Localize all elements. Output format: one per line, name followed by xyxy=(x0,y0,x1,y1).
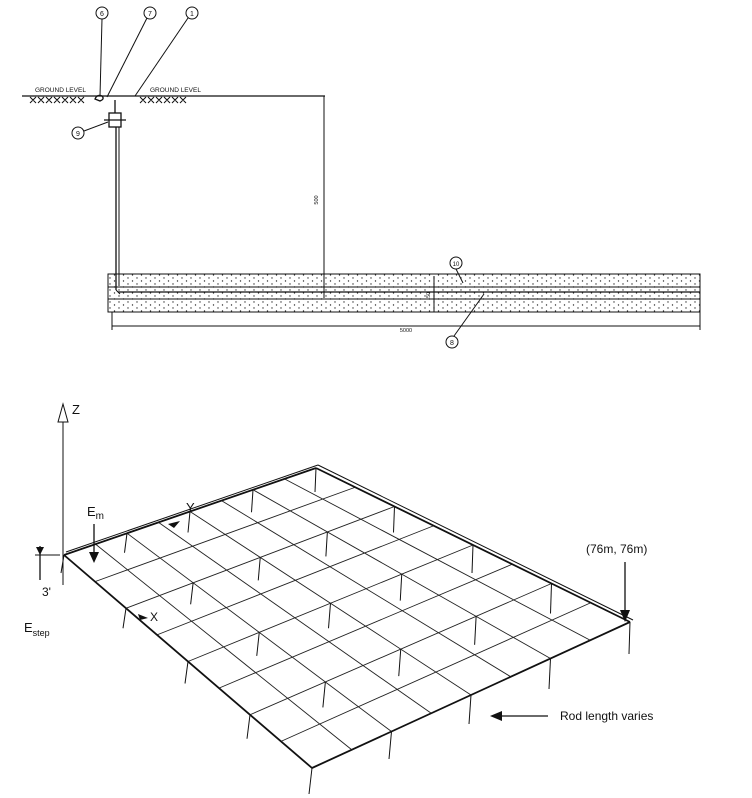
callout-7 xyxy=(143,6,157,20)
ground-hatch-left xyxy=(29,96,85,104)
corner-coordinate-label: (76m, 76m) xyxy=(586,542,647,556)
callout-6-text: 6 xyxy=(100,11,104,18)
ground-rod xyxy=(257,557,261,581)
y-axis-label: Y xyxy=(186,500,195,515)
grid-edge xyxy=(63,467,317,556)
ground-rod xyxy=(550,583,552,614)
grid-edge-outer xyxy=(317,464,634,621)
callout-8-text: 8 xyxy=(450,340,454,347)
grid-conductor-y xyxy=(284,478,591,641)
x-axis-arrow-icon xyxy=(138,614,148,620)
grid-3d: Z Y X Em 3' Estep (76m, 76m) Rod length … xyxy=(24,402,653,795)
ground-rod xyxy=(388,731,392,760)
rod-arrow-icon xyxy=(490,711,502,721)
grid-perimeter xyxy=(63,464,634,769)
rod-length-label: Rod length varies xyxy=(560,709,653,723)
ground-rod xyxy=(246,714,251,739)
vertical-dimension-text: 500 xyxy=(314,195,320,204)
ground-rod xyxy=(399,574,403,601)
ground-rod xyxy=(398,649,402,677)
ground-rod xyxy=(548,658,551,690)
callout-9-text: 9 xyxy=(76,131,80,138)
ground-rod xyxy=(190,582,194,605)
ground-rod xyxy=(124,533,128,553)
ground-rod xyxy=(314,467,317,493)
em-arrow-icon xyxy=(89,552,99,563)
callout-10-text: 10 xyxy=(453,262,460,268)
grid-conductor-x xyxy=(218,563,513,689)
callout-9 xyxy=(71,126,85,140)
height-label: 3' xyxy=(42,585,51,599)
ground-rod xyxy=(328,603,331,629)
grid-edge xyxy=(311,621,631,769)
ground-rod xyxy=(60,554,65,574)
corner-arrow-icon xyxy=(620,610,630,622)
ground-rod xyxy=(322,681,326,708)
grid-edge xyxy=(63,554,313,769)
ground-rods xyxy=(60,467,631,795)
ground-level-label-left: GROUND LEVEL xyxy=(35,87,86,94)
grid-edge-outer xyxy=(65,464,319,553)
ground-rod xyxy=(628,621,631,655)
pit-fitting xyxy=(94,94,104,102)
ground-rod xyxy=(184,661,189,684)
callout-1-text: 1 xyxy=(190,11,194,18)
ground-hatch-right xyxy=(139,96,187,104)
estep-label: Estep xyxy=(24,620,50,638)
ground-rod xyxy=(308,767,313,795)
grid-edge xyxy=(315,467,631,623)
z-axis-arrow-icon xyxy=(57,402,69,423)
section-drawing: GROUND LEVEL GROUND LEVEL 6 7 1 9 500 xyxy=(22,6,701,349)
ground-rod xyxy=(474,616,477,645)
grid-conductor-x xyxy=(280,602,591,742)
ground-rod xyxy=(471,544,474,574)
ground-rod xyxy=(251,489,254,513)
em-label: Em xyxy=(87,504,104,522)
ground-rod xyxy=(325,531,328,557)
callout-8 xyxy=(445,335,459,349)
height-marker-arrow-icon xyxy=(36,547,44,555)
callout-1 xyxy=(185,6,199,20)
ground-rod xyxy=(256,632,260,656)
ground-rod xyxy=(393,506,395,533)
callout-7-text: 7 xyxy=(148,11,152,18)
horizontal-dimension-text: 5000 xyxy=(400,328,412,334)
z-axis-label: Z xyxy=(72,402,80,417)
ground-rod xyxy=(122,608,127,629)
ground-rod xyxy=(468,694,472,725)
trench-slab xyxy=(107,273,701,313)
thickness-dimension-text: 50 xyxy=(426,292,432,298)
ground-rod xyxy=(187,511,191,533)
grid-conductor-y xyxy=(221,500,511,678)
x-axis-label: X xyxy=(150,610,158,624)
y-axis-arrow-icon xyxy=(168,521,180,528)
ground-level-label-right: GROUND LEVEL xyxy=(150,87,201,94)
